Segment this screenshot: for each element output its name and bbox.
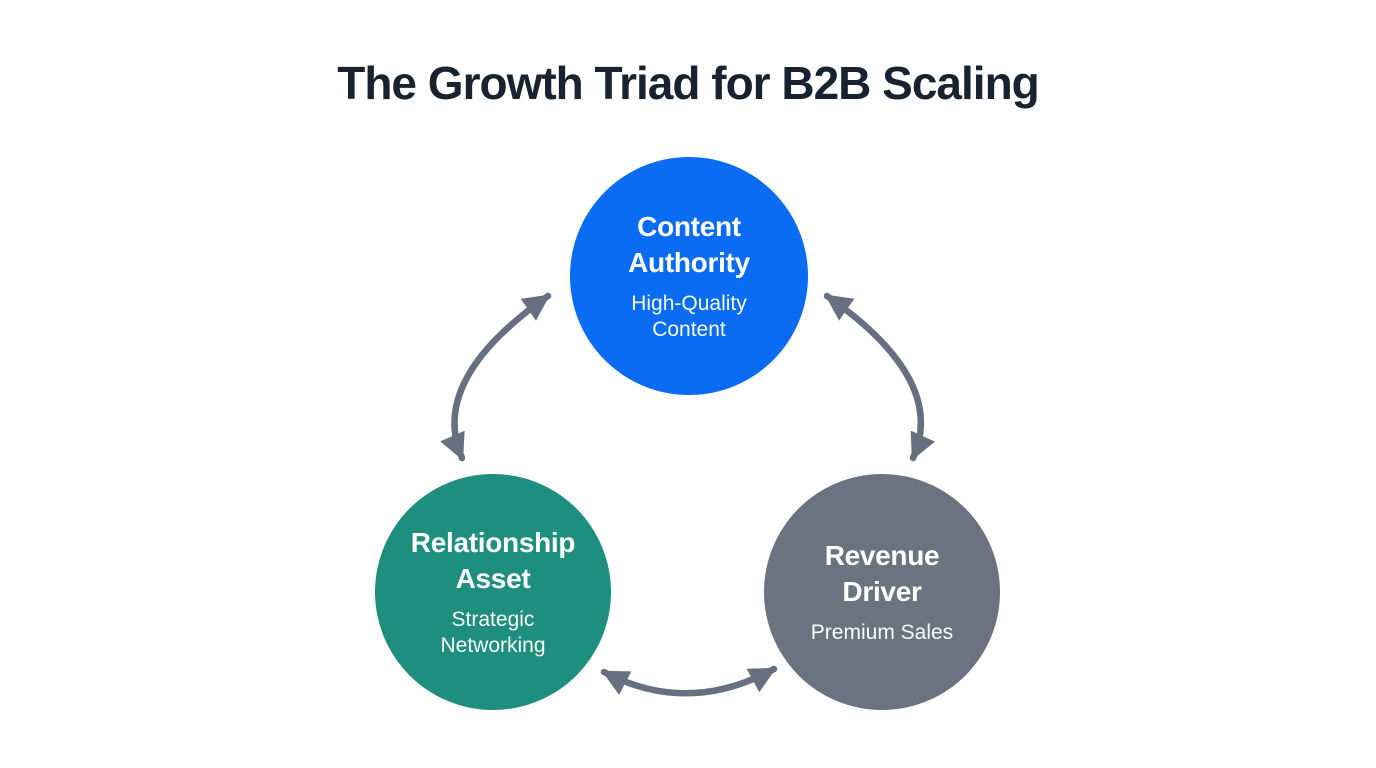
node-relationship-asset-label: Relationship Asset (410, 526, 576, 595)
arrow-content-to-revenue (823, 292, 935, 462)
arrow-relationship-to-revenue (600, 665, 778, 697)
node-relationship-asset-sublabel: Strategic Networking (440, 607, 546, 657)
node-content-authority: Content Authority High-Quality Content (570, 157, 808, 395)
node-revenue-driver-label: Revenue Driver (824, 539, 940, 608)
node-revenue-driver-sublabel: Premium Sales (810, 620, 954, 644)
node-relationship-asset: Relationship Asset Strategic Networking (375, 474, 611, 710)
page-title: The Growth Triad for B2B Scaling (337, 57, 1040, 109)
node-revenue-driver: Revenue Driver Premium Sales (764, 474, 1000, 710)
node-content-authority-sublabel: High-Quality Content (631, 291, 747, 341)
arrow-content-to-relationship (440, 292, 552, 462)
node-content-authority-label: Content Authority (628, 210, 750, 279)
